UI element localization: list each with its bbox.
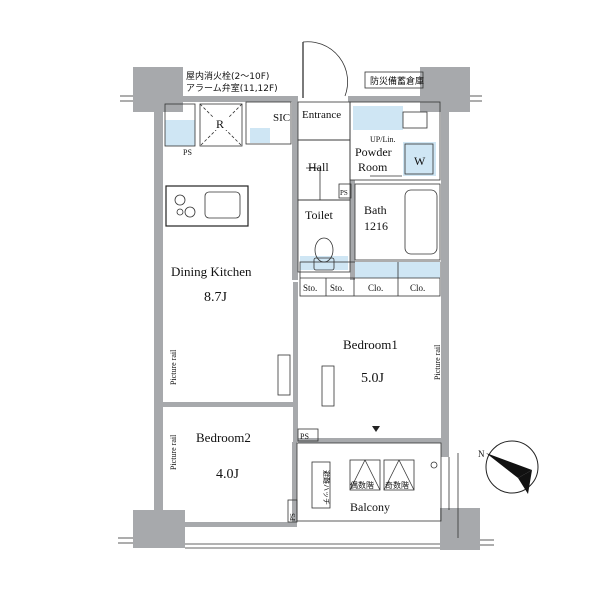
picture-rail-bedroom1: Picture rail bbox=[433, 344, 442, 380]
up-lin-label: UP/Lin. bbox=[370, 135, 396, 144]
hall-label: Hall bbox=[308, 160, 329, 174]
ps-label-hall: PS bbox=[340, 189, 348, 197]
odd-floors-label: 奇数階 bbox=[385, 480, 409, 490]
disaster-storage-label: 防災備蓄倉庫 bbox=[370, 75, 424, 87]
bedroom2-label: Bedroom2 bbox=[196, 430, 251, 445]
svg-text:N: N bbox=[478, 449, 485, 459]
bath-room bbox=[354, 183, 441, 261]
bedroom1-label: Bedroom1 bbox=[343, 337, 398, 352]
picture-rail-dk: Picture rail bbox=[169, 349, 178, 385]
entrance-door bbox=[302, 41, 349, 98]
bedroom1-size: 5.0J bbox=[361, 371, 385, 386]
sic-area bbox=[245, 101, 292, 145]
washer-label: W bbox=[414, 154, 426, 168]
balcony-area bbox=[311, 459, 438, 509]
outer-lines bbox=[118, 95, 494, 549]
fire-hydrant-note: 屋内消火栓(2〜10F) bbox=[186, 70, 269, 82]
bath-label: Bath bbox=[364, 203, 387, 217]
north-arrow-icon: N bbox=[478, 440, 539, 494]
dining-kitchen-label: Dining Kitchen bbox=[171, 264, 252, 279]
bedroom2-size: 4.0J bbox=[216, 467, 240, 482]
storage-row bbox=[299, 261, 441, 297]
structural-walls bbox=[133, 67, 480, 550]
entrance-label: Entrance bbox=[302, 109, 341, 121]
refrigerator-label: R bbox=[216, 117, 224, 131]
ps-label-bedroom: PS bbox=[300, 432, 309, 441]
closet-label-2: Clo. bbox=[410, 283, 425, 293]
closet-label-1: Clo. bbox=[368, 283, 383, 293]
evacuation-hatch-label: 避難ハッチ bbox=[322, 470, 331, 505]
even-floors-label: 偶数階 bbox=[350, 480, 374, 490]
toilet-label: Toilet bbox=[305, 208, 333, 222]
picture-rail-bedroom2: Picture rail bbox=[169, 434, 178, 470]
balcony-label: Balcony bbox=[350, 500, 390, 514]
toilet-room bbox=[297, 199, 351, 273]
alarm-valve-note: アラーム弁室(11,12F) bbox=[186, 82, 278, 94]
kitchen-counter bbox=[165, 185, 249, 227]
storage-label-1: Sto. bbox=[303, 283, 317, 293]
storage-label-2: Sto. bbox=[330, 283, 344, 293]
powder-room-label-2: Room bbox=[358, 160, 388, 174]
bath-size: 1216 bbox=[364, 219, 388, 233]
ps-label-kitchen: PS bbox=[183, 148, 192, 157]
powder-room bbox=[349, 101, 441, 181]
powder-room-label-1: Powder bbox=[355, 145, 392, 159]
dining-kitchen-size: 8.7J bbox=[204, 290, 228, 305]
ps-label-balcony: PS bbox=[289, 513, 297, 521]
sic-label: SIC bbox=[273, 112, 290, 124]
fridge-area bbox=[164, 103, 243, 147]
